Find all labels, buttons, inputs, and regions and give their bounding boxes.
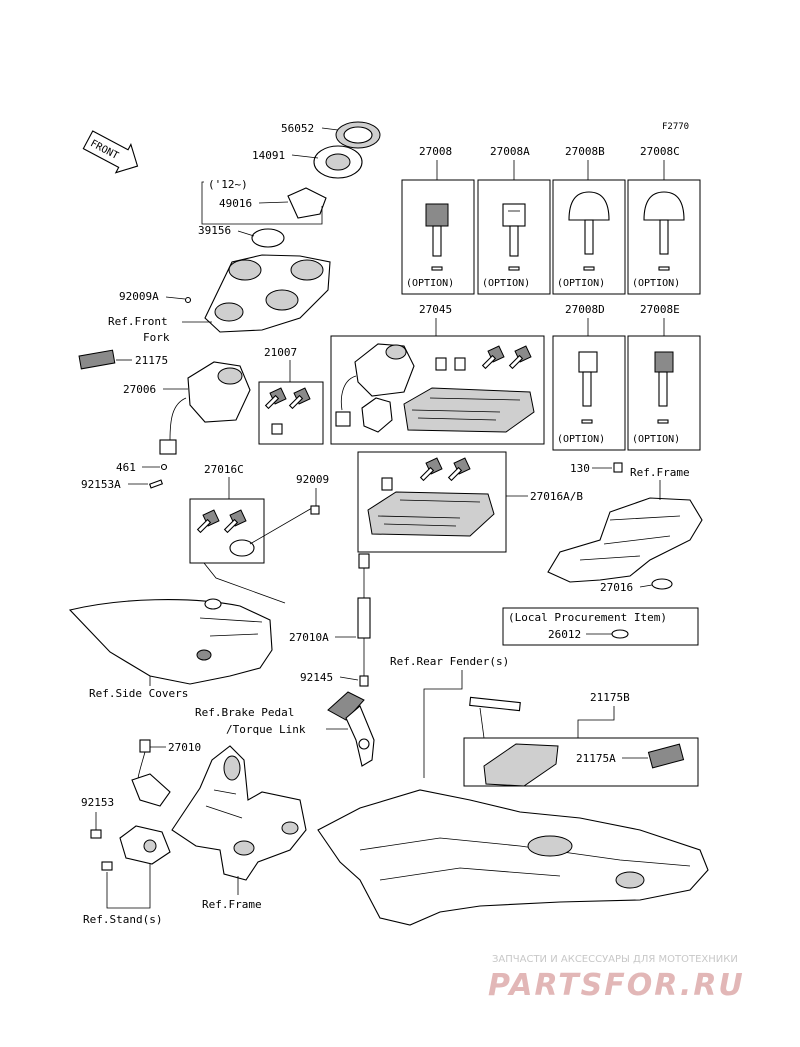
box-27016c [189, 498, 265, 564]
option-27008b: (OPTION) [557, 278, 605, 289]
key-option-row-2: 27008D (OPTION) 27008E (OPTION) [552, 303, 701, 451]
label-27016: 27016 [600, 581, 633, 594]
kit-27045 [335, 343, 535, 433]
label-14091: 14091 [252, 149, 285, 162]
side-stand-switch [119, 739, 171, 865]
part-21175b-holder [483, 743, 559, 787]
option-27008c: (OPTION) [632, 278, 680, 289]
label-front-fork-1: Ref.Front [108, 315, 168, 328]
label-27010a: 27010A [289, 631, 329, 644]
option-27008: (OPTION) [406, 278, 454, 289]
box-21175b [463, 737, 699, 787]
label-92153: 92153 [81, 796, 114, 809]
rear-brake-switch [357, 553, 371, 687]
label-21175a: 21175A [576, 752, 616, 765]
label-12: ('12~) [208, 178, 248, 191]
box-27008a [477, 179, 551, 295]
label-ref-frame-top: Ref.Frame [630, 466, 690, 479]
label-21175: 21175 [135, 354, 168, 367]
label-92009: 92009 [296, 473, 329, 486]
ignition-switch-assembly [78, 121, 381, 489]
label-27016c: 27016C [204, 463, 244, 476]
label-local-procurement: (Local Procurement Item) [508, 611, 667, 624]
brake-pedal [327, 691, 375, 767]
watermark-logo: PARTSFOR.RU [488, 968, 745, 1003]
watermark-tagline: ЗАПЧАСТИ И АКСЕССУАРЫ ДЛЯ МОТОТЕХНИКИ [492, 954, 738, 965]
label-461: 461 [116, 461, 136, 474]
label-92153a: 92153A [81, 478, 121, 491]
option-27008a: (OPTION) [482, 278, 530, 289]
box-local-procurement [502, 607, 699, 646]
label-rear-fender: Ref.Rear Fender(s) [390, 655, 509, 668]
label-brake-2: /Torque Link [226, 723, 306, 736]
kit-27016ab [367, 457, 495, 537]
side-cover [68, 598, 273, 685]
option-27008e: (OPTION) [632, 434, 680, 445]
front-arrow: FRONT [82, 130, 139, 174]
label-27045: 27045 [419, 303, 452, 316]
label-27008e: 27008E [640, 303, 680, 316]
key-option-row-1: 27008 (OPTION) 27008A (OPTION) 27008B (O… [401, 145, 701, 295]
label-brake-1: Ref.Brake Pedal [195, 706, 294, 719]
figure-code: F2770 [662, 122, 689, 132]
rear-fender [317, 789, 709, 926]
label-front-fork-2: Fork [143, 331, 170, 344]
part-21175-keycard [78, 349, 116, 370]
box-21007 [258, 381, 324, 445]
label-27016ab: 27016A/B [530, 490, 583, 503]
label-92145: 92145 [300, 671, 333, 684]
label-27010: 27010 [168, 741, 201, 754]
part-26012 [611, 629, 629, 639]
label-ref-frame-bottom: Ref.Frame [202, 898, 262, 911]
label-side-covers: Ref.Side Covers [89, 687, 188, 700]
label-21007: 21007 [264, 346, 297, 359]
box-27008e [627, 335, 701, 451]
box-27016ab [357, 451, 507, 553]
label-92009a: 92009A [119, 290, 159, 303]
frame-top-part [547, 497, 703, 590]
label-56052: 56052 [281, 122, 314, 135]
labels-top-left: 56052 14091 ('12~) 49016 39156 92009A Re… [81, 122, 339, 491]
label-27006: 27006 [123, 383, 156, 396]
part-49016-bracket [287, 187, 327, 219]
kit-27016c [196, 507, 313, 557]
label-39156: 39156 [198, 224, 231, 237]
label-21175b: 21175B [590, 691, 630, 704]
label-130: 130 [570, 462, 590, 475]
part-39156-ring [251, 228, 285, 248]
label-26012: 26012 [548, 628, 581, 641]
box-27008d [552, 335, 626, 451]
part-21175a [647, 743, 685, 769]
box-27008b [552, 179, 626, 295]
label-27008b: 27008B [565, 145, 605, 158]
label-27008a: 27008A [490, 145, 530, 158]
part-27006-switch [187, 361, 251, 423]
switch-connector [159, 439, 177, 455]
box-27008 [401, 179, 475, 295]
label-27008d: 27008D [565, 303, 605, 316]
box-27008c [627, 179, 701, 295]
label-27008: 27008 [419, 145, 452, 158]
frame-lower [171, 745, 307, 881]
box-27045 [330, 335, 545, 445]
label-stand: Ref.Stand(s) [83, 913, 162, 926]
label-49016: 49016 [219, 197, 252, 210]
label-27008c: 27008C [640, 145, 680, 158]
option-27008d: (OPTION) [557, 434, 605, 445]
keys-21007 [264, 387, 311, 435]
